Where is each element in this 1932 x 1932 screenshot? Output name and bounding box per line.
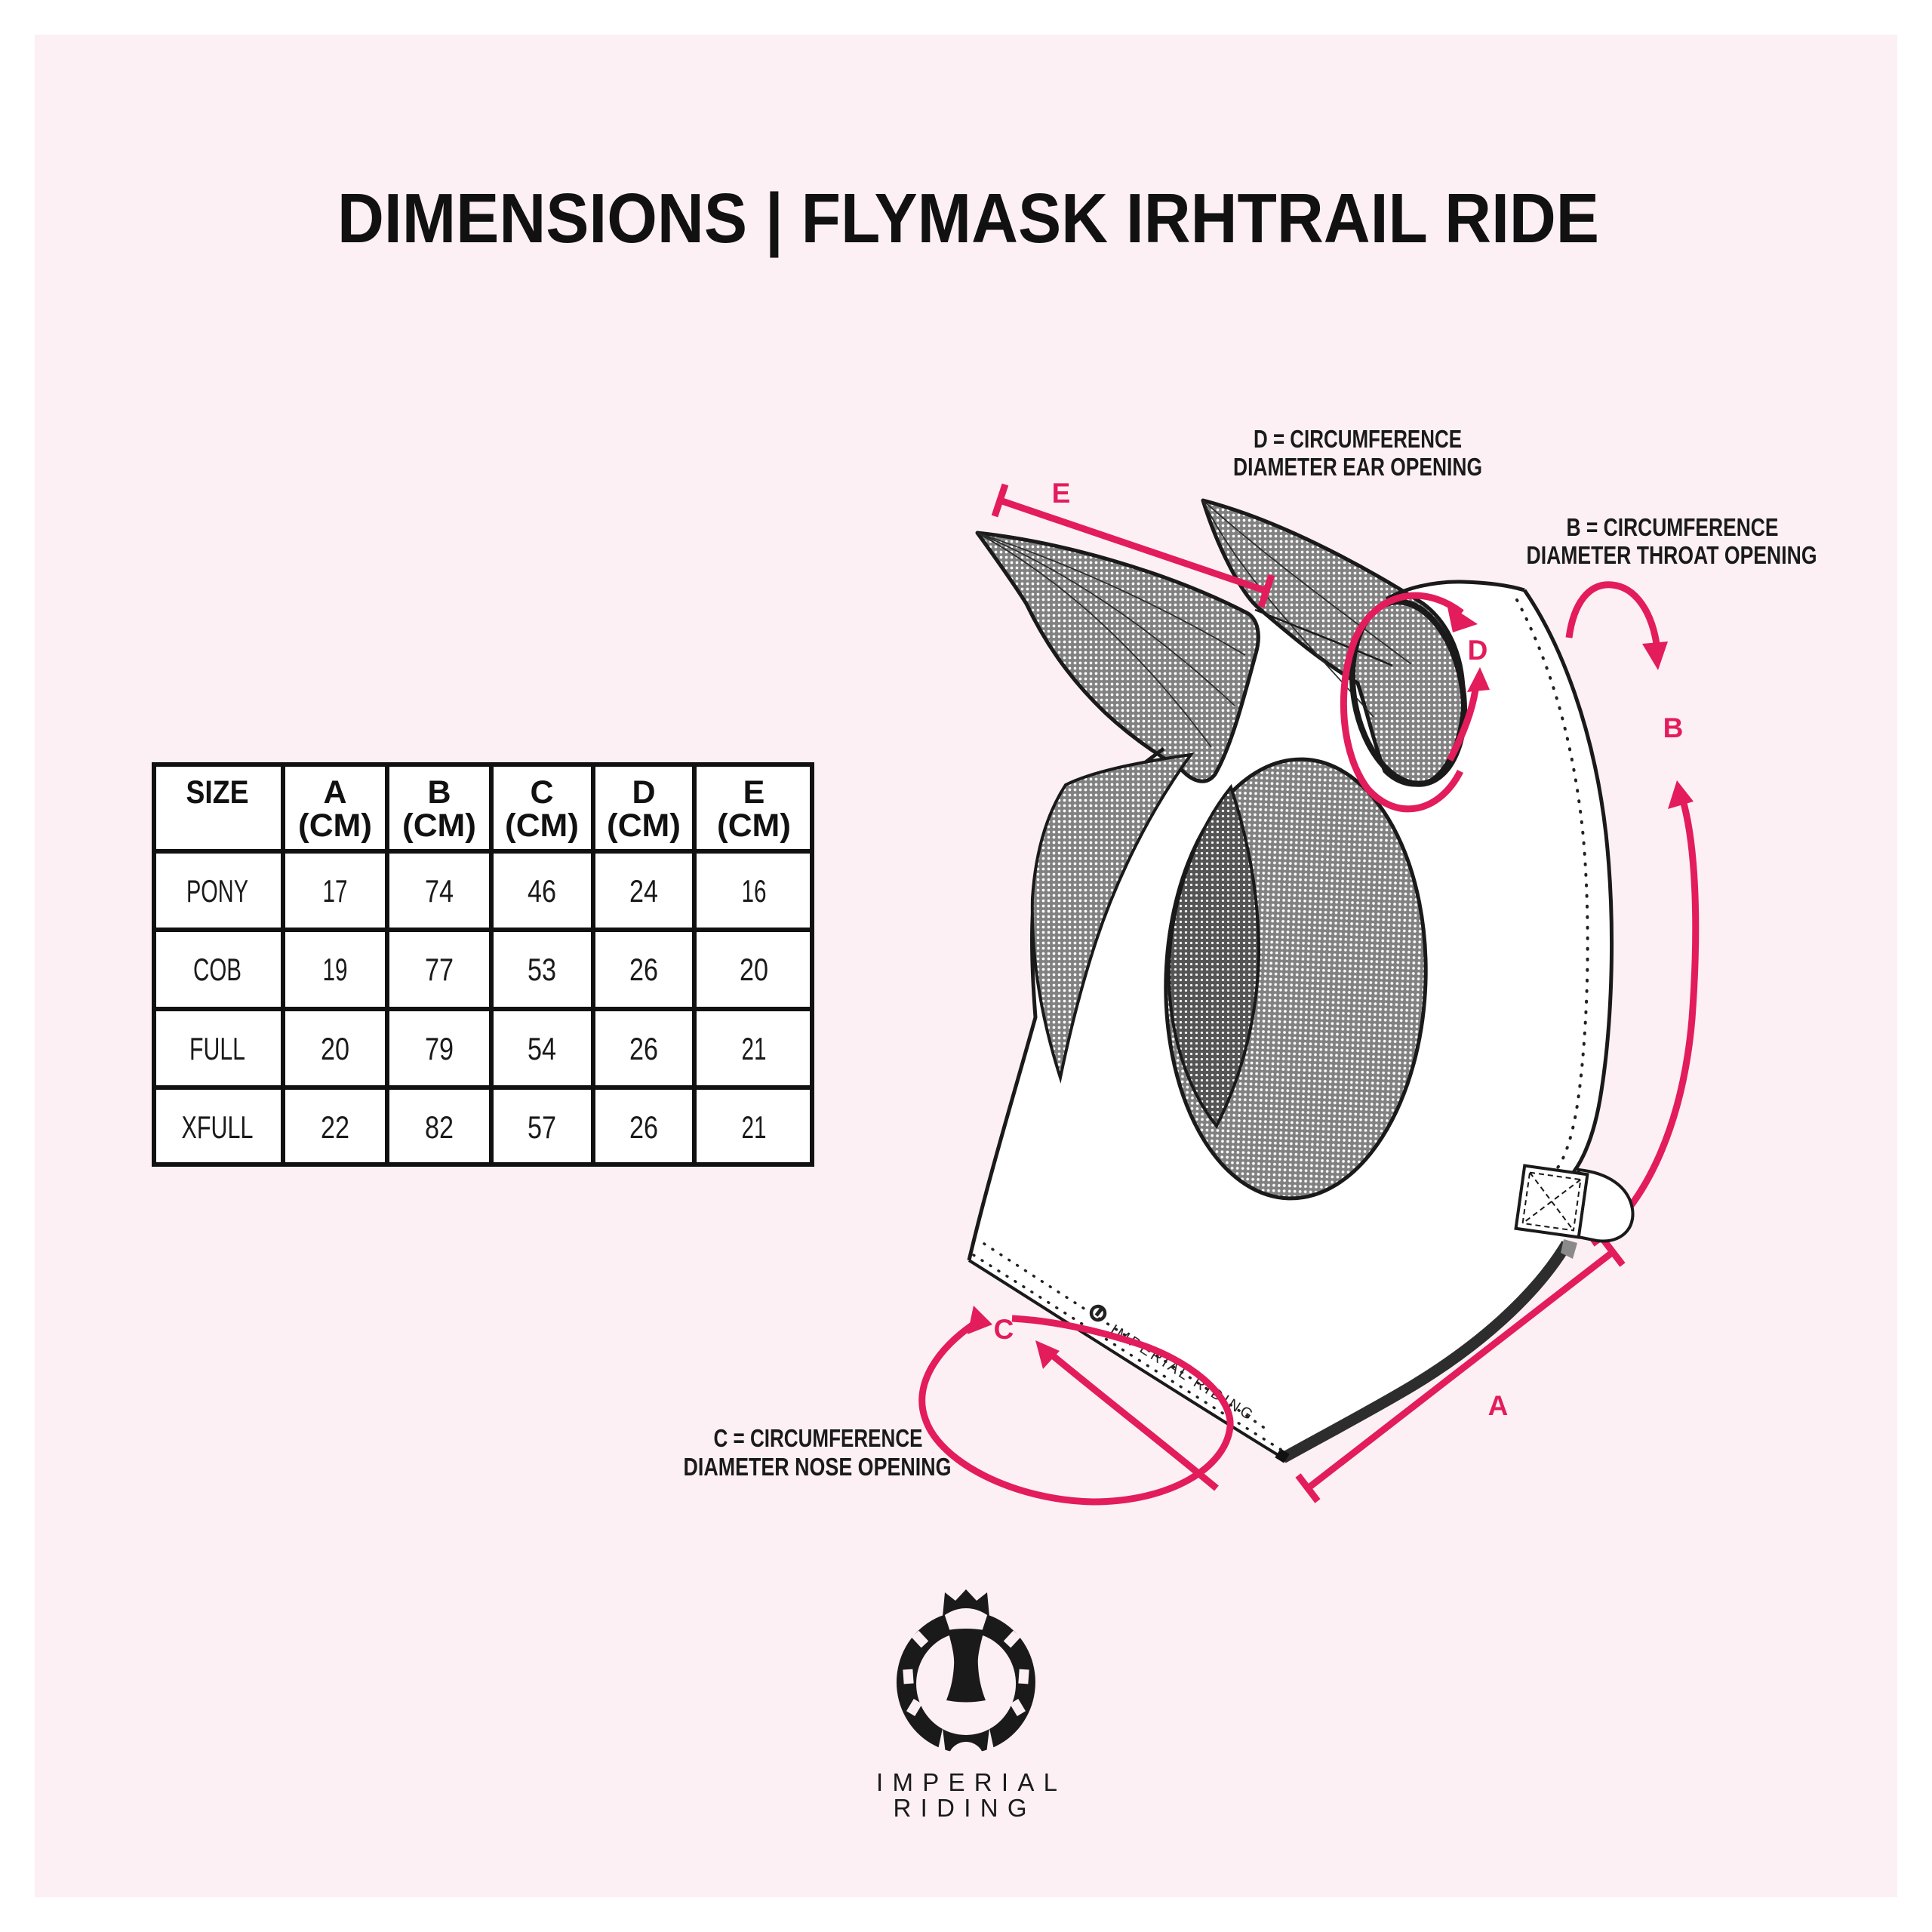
- svg-text:XFULL: XFULL: [182, 1109, 254, 1145]
- svg-text:C: C: [994, 1314, 1014, 1345]
- svg-text:SIZE: SIZE: [186, 774, 249, 811]
- svg-text:A: A: [1488, 1390, 1509, 1421]
- svg-text:(CM): (CM): [505, 808, 579, 844]
- svg-text:21: 21: [742, 1109, 767, 1145]
- svg-text:B = CIRCUMFERENCE: B = CIRCUMFERENCE: [1567, 513, 1779, 541]
- svg-text:77: 77: [425, 952, 454, 987]
- svg-text:16: 16: [742, 873, 767, 909]
- svg-text:(CM): (CM): [298, 808, 372, 844]
- svg-text:17: 17: [323, 873, 348, 909]
- svg-text:FULL: FULL: [189, 1031, 245, 1066]
- svg-text:PONY: PONY: [186, 873, 248, 909]
- svg-text:DIMENSIONS | FLYMASK IRHTRAIL: DIMENSIONS | FLYMASK IRHTRAIL RIDE: [337, 179, 1599, 258]
- svg-text:79: 79: [425, 1031, 454, 1066]
- svg-text:(CM): (CM): [607, 808, 681, 844]
- svg-text:DIAMETER EAR OPENING: DIAMETER EAR OPENING: [1233, 453, 1482, 481]
- svg-text:54: 54: [528, 1031, 556, 1066]
- svg-text:(CM): (CM): [717, 808, 791, 844]
- svg-text:D: D: [1468, 635, 1488, 666]
- svg-text:A: A: [323, 774, 346, 811]
- svg-text:74: 74: [425, 873, 454, 909]
- svg-text:DIAMETER NOSE OPENING: DIAMETER NOSE OPENING: [684, 1453, 952, 1481]
- svg-text:E: E: [743, 774, 765, 811]
- svg-text:COB: COB: [193, 952, 242, 987]
- svg-text:26: 26: [629, 1031, 658, 1066]
- svg-text:20: 20: [321, 1031, 349, 1066]
- svg-text:82: 82: [425, 1109, 454, 1145]
- svg-text:22: 22: [321, 1109, 349, 1145]
- svg-text:26: 26: [629, 1109, 658, 1145]
- svg-text:53: 53: [528, 952, 556, 987]
- svg-text:26: 26: [629, 952, 658, 987]
- svg-text:DIAMETER THROAT OPENING: DIAMETER THROAT OPENING: [1527, 541, 1817, 569]
- svg-text:46: 46: [528, 873, 556, 909]
- svg-text:E: E: [1052, 478, 1071, 509]
- svg-text:57: 57: [528, 1109, 556, 1145]
- svg-text:C = CIRCUMFERENCE: C = CIRCUMFERENCE: [714, 1424, 923, 1452]
- svg-text:19: 19: [323, 952, 348, 987]
- svg-text:D = CIRCUMFERENCE: D = CIRCUMFERENCE: [1254, 425, 1462, 453]
- svg-text:(CM): (CM): [402, 808, 476, 844]
- svg-text:D: D: [632, 774, 655, 811]
- svg-text:21: 21: [742, 1031, 767, 1066]
- svg-text:C: C: [530, 774, 553, 811]
- svg-text:24: 24: [629, 873, 658, 909]
- svg-text:B: B: [427, 774, 451, 811]
- svg-text:B: B: [1663, 712, 1684, 743]
- svg-text:20: 20: [740, 952, 768, 987]
